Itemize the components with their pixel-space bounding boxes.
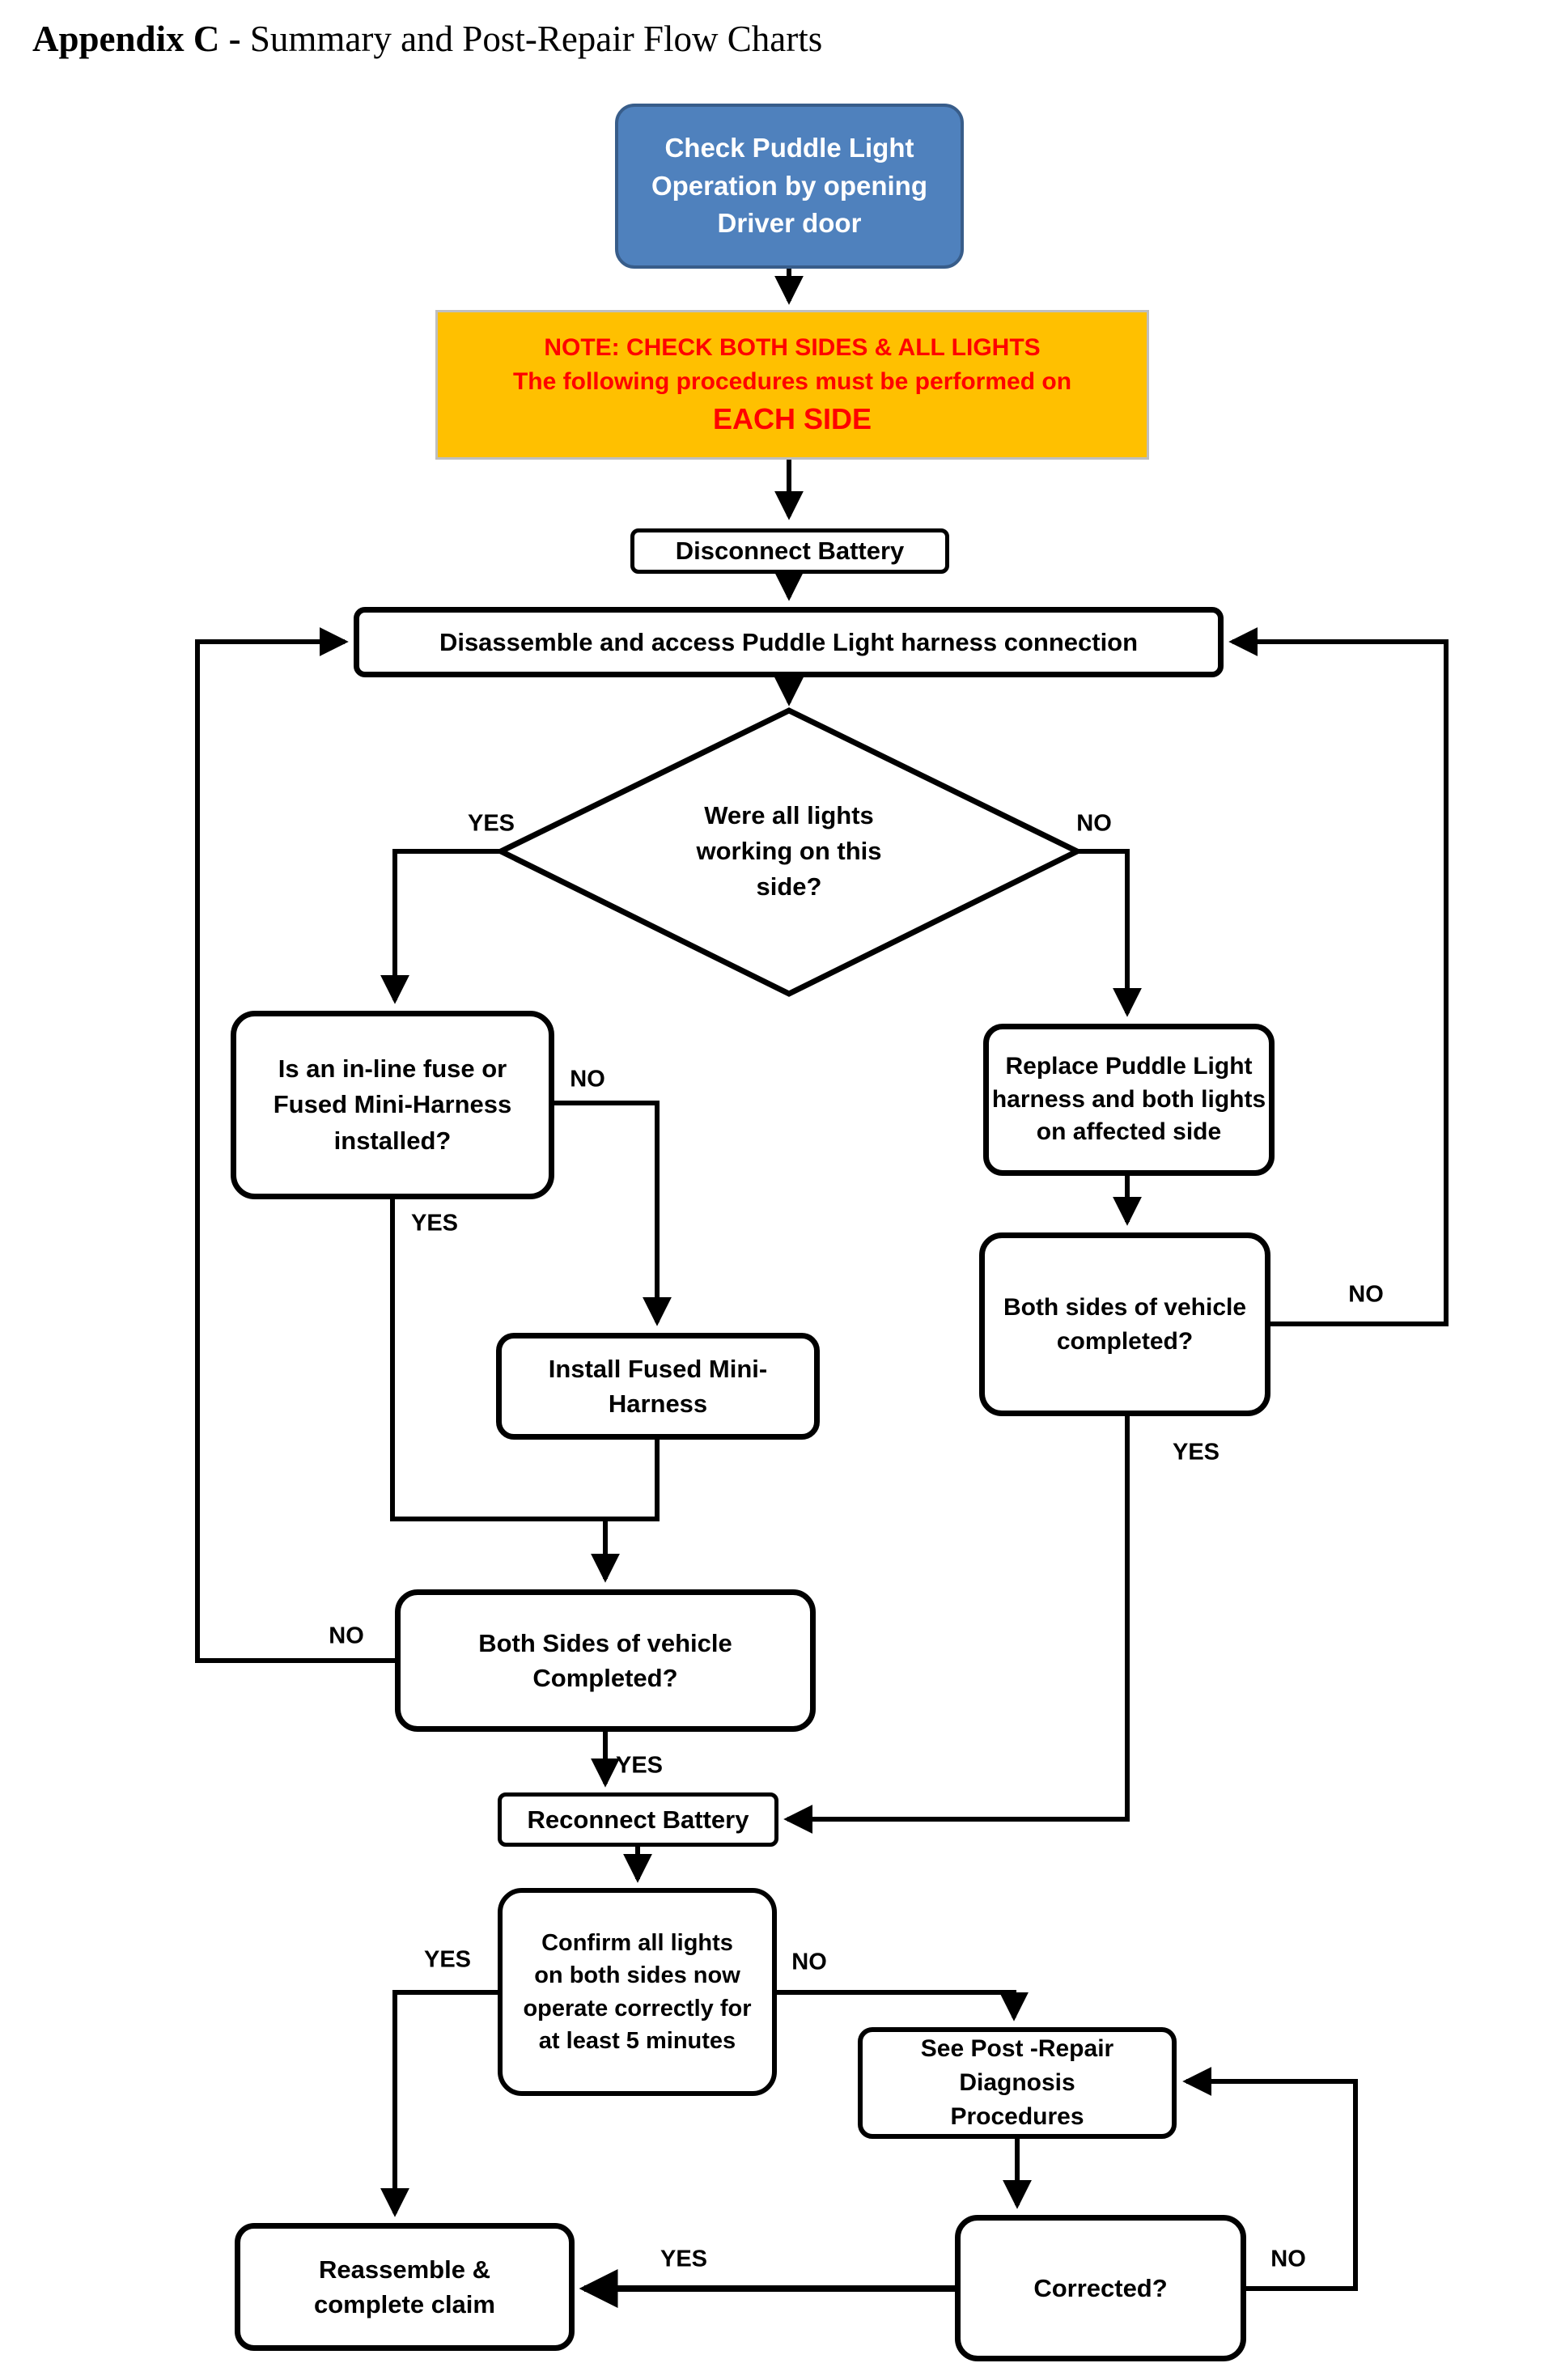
label-fuse-no: NO bbox=[570, 1066, 605, 1092]
decision-diamond-shape bbox=[494, 707, 1084, 997]
node-disconnect-battery: Disconnect Battery bbox=[630, 528, 949, 574]
label-both-left-yes: YES bbox=[615, 1752, 664, 1779]
label-both-right-no: NO bbox=[1348, 1281, 1384, 1308]
note-line-1: NOTE: CHECK BOTH SIDES & ALL LIGHTS bbox=[544, 333, 1041, 361]
label-both-right-yes: YES bbox=[1172, 1439, 1220, 1466]
node-corrected-decision: Corrected? bbox=[955, 2215, 1246, 2361]
node-both-sides-right-decision: Both sides of vehicle completed? bbox=[979, 1232, 1270, 1416]
node-confirm-lights: Confirm all lights on both sides now ope… bbox=[498, 1888, 777, 2096]
node-install-mini-harness: Install Fused Mini- Harness bbox=[496, 1333, 820, 1440]
node-note-box: NOTE: CHECK BOTH SIDES & ALL LIGHTS The … bbox=[435, 310, 1149, 460]
label-fuse-yes: YES bbox=[410, 1210, 459, 1237]
label-decision-yes: YES bbox=[467, 810, 515, 837]
note-line-2: The following procedures must be perform… bbox=[512, 367, 1072, 395]
connector-confirm-yes-to-reassemble bbox=[380, 1990, 498, 2217]
node-disassemble: Disassemble and access Puddle Light harn… bbox=[354, 607, 1224, 677]
node-both-sides-left-decision: Both Sides of vehicle Completed? bbox=[395, 1589, 816, 1732]
node-reassemble-claim: Reassemble & complete claim bbox=[235, 2223, 575, 2351]
label-confirm-yes: YES bbox=[423, 1946, 472, 1973]
note-line-3: EACH SIDE bbox=[712, 401, 872, 435]
node-check-puddle-light: Check Puddle Light Operation by opening … bbox=[615, 104, 964, 269]
page-title-bold: Appendix C - bbox=[32, 19, 250, 59]
node-post-repair-diagnosis: See Post -Repair Diagnosis Procedures bbox=[858, 2027, 1177, 2139]
page-title: Appendix C - Summary and Post-Repair Flo… bbox=[32, 18, 822, 60]
connector-decision-yes-to-fuse bbox=[380, 849, 501, 1004]
connector-fuse-no-to-install bbox=[554, 1101, 672, 1326]
connector-bothsides-left-no-loop bbox=[195, 627, 395, 1663]
label-corrected-yes: YES bbox=[660, 2246, 708, 2272]
label-confirm-no: NO bbox=[791, 1949, 827, 1975]
connector-decision-no-to-replace bbox=[1077, 849, 1142, 1017]
connector-fuse-yes-merge bbox=[390, 1199, 660, 1521]
label-decision-no: NO bbox=[1076, 810, 1112, 837]
label-corrected-no: NO bbox=[1270, 2246, 1306, 2272]
connector-bothsides-right-yes-to-reconnect bbox=[783, 1416, 1130, 1834]
connector-corrected-no-loop bbox=[1182, 2067, 1358, 2291]
node-replace-harness: Replace Puddle Light harness and both li… bbox=[983, 1024, 1275, 1176]
label-both-left-no: NO bbox=[329, 1623, 364, 1649]
node-reconnect-battery: Reconnect Battery bbox=[498, 1792, 778, 1847]
connector-confirm-no-to-diagnosis bbox=[777, 1990, 1029, 2022]
node-fuse-installed-decision: Is an in-line fuse or Fused Mini-Harness… bbox=[231, 1011, 554, 1199]
page-title-rest: Summary and Post-Repair Flow Charts bbox=[249, 19, 823, 59]
node-lights-working-decision: Were all lights working on this side? bbox=[696, 800, 882, 901]
connector-bothsides-right-no-loop bbox=[1228, 627, 1449, 1326]
